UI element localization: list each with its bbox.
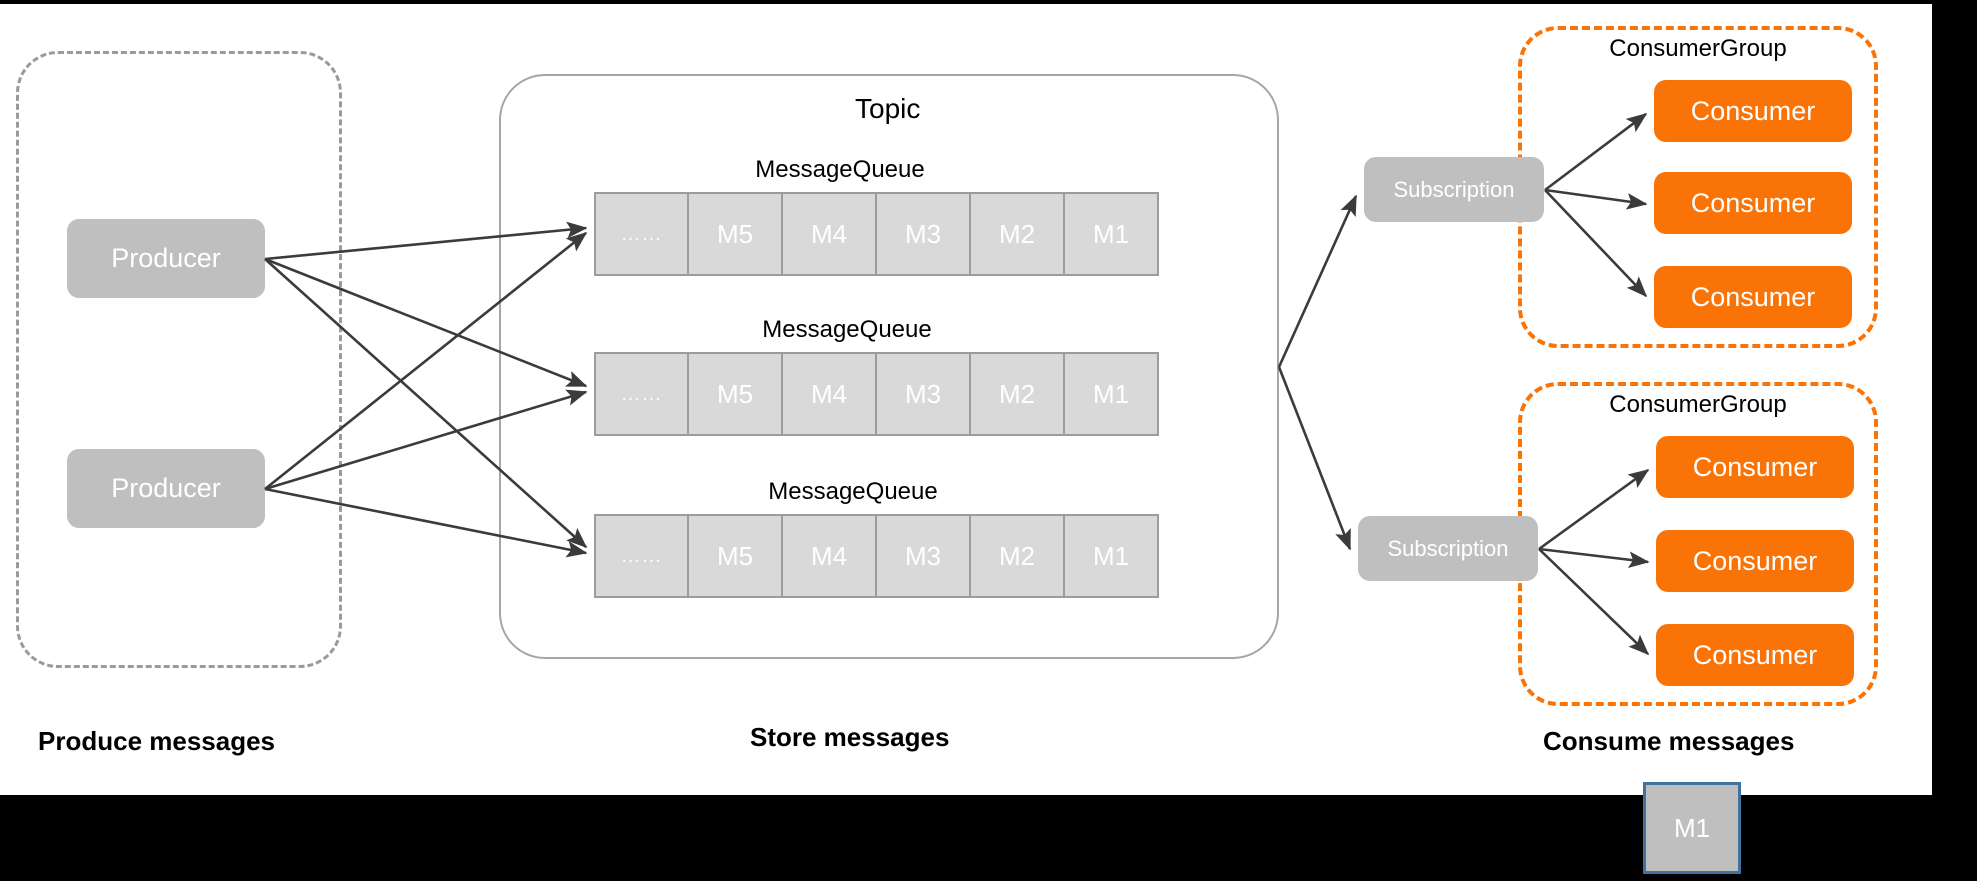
message-cell[interactable]: M2	[969, 514, 1065, 598]
consumer-label: Consumer	[1692, 545, 1818, 576]
consumer-group-title-2: ConsumerGroup	[1609, 391, 1787, 418]
subscription-node-1[interactable]: Subscription	[1364, 157, 1544, 222]
produce-stage-caption: Produce messages	[38, 726, 276, 756]
message-queue-row-1: …… M5 M4 M3 M2 M1	[594, 192, 1159, 276]
selected-message-label: M1	[1673, 812, 1711, 843]
consumer-node-2-2[interactable]: Consumer	[1656, 530, 1854, 592]
diagram-canvas: Producer Producer Produce messages Topic…	[0, 4, 1932, 795]
producer-node-1[interactable]: Producer	[67, 219, 265, 298]
message-cell[interactable]: M3	[875, 192, 971, 276]
message-cell[interactable]: M4	[781, 192, 877, 276]
message-cell[interactable]: M2	[969, 352, 1065, 436]
subscription-label: Subscription	[1387, 535, 1509, 561]
consumer-label: Consumer	[1690, 187, 1816, 218]
message-cell[interactable]: ……	[594, 352, 689, 436]
message-queue-row-3: …… M5 M4 M3 M2 M1	[594, 514, 1159, 598]
message-queue-title-1: MessageQueue	[755, 156, 925, 183]
consumer-node-2-3[interactable]: Consumer	[1656, 624, 1854, 686]
consumer-label: Consumer	[1692, 451, 1818, 482]
producer-label: Producer	[111, 243, 221, 273]
message-cell[interactable]: M3	[875, 514, 971, 598]
topic-title: Topic	[855, 93, 921, 124]
store-stage-caption: Store messages	[750, 722, 950, 752]
consumer-group-title-1: ConsumerGroup	[1609, 35, 1787, 62]
message-cell[interactable]: M4	[781, 514, 877, 598]
message-cell[interactable]: M1	[1063, 514, 1159, 598]
consumer-node-2-1[interactable]: Consumer	[1656, 436, 1854, 498]
message-cell[interactable]: M1	[1063, 352, 1159, 436]
subscription-label: Subscription	[1393, 176, 1515, 202]
message-cell[interactable]: M2	[969, 192, 1065, 276]
producer-node-2[interactable]: Producer	[67, 449, 265, 528]
consumer-node-1-2[interactable]: Consumer	[1654, 172, 1852, 234]
message-cell[interactable]: M3	[875, 352, 971, 436]
message-cell[interactable]: M1	[1063, 192, 1159, 276]
subscription-node-2[interactable]: Subscription	[1358, 516, 1538, 581]
consumer-label: Consumer	[1690, 281, 1816, 312]
message-cell[interactable]: ……	[594, 514, 689, 598]
message-cell[interactable]: M5	[687, 192, 783, 276]
consumer-node-1-1[interactable]: Consumer	[1654, 80, 1852, 142]
selected-message-chip[interactable]: M1	[1643, 782, 1741, 874]
message-cell[interactable]: M5	[687, 352, 783, 436]
consume-stage-caption: Consume messages	[1543, 726, 1795, 756]
consumer-label: Consumer	[1690, 95, 1816, 126]
message-queue-title-2: MessageQueue	[762, 316, 932, 343]
message-cell[interactable]: M5	[687, 514, 783, 598]
message-queue-row-2: …… M5 M4 M3 M2 M1	[594, 352, 1159, 436]
consumer-label: Consumer	[1692, 639, 1818, 670]
message-cell[interactable]: ……	[594, 192, 689, 276]
producer-label: Producer	[111, 473, 221, 503]
message-queue-title-3: MessageQueue	[768, 478, 938, 505]
message-cell[interactable]: M4	[781, 352, 877, 436]
produce-region	[16, 51, 342, 668]
consumer-node-1-3[interactable]: Consumer	[1654, 266, 1852, 328]
